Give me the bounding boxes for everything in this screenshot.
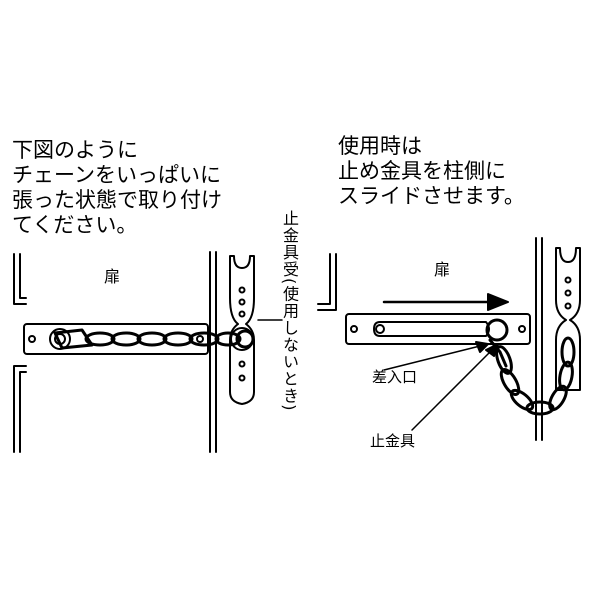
stopper-leader bbox=[411, 343, 499, 431]
receiver-label: 止金具受(使用しないとき) bbox=[280, 210, 299, 412]
left-doorframe-post bbox=[209, 251, 217, 453]
slide-direction-arrow bbox=[382, 293, 509, 311]
right-instruction-line-3: スライドさせます。 bbox=[338, 184, 525, 208]
left-chain bbox=[53, 328, 255, 350]
left-instruction-line-4: てください。 bbox=[12, 213, 138, 237]
left-instruction-line-3: 張った状態で取り付け bbox=[12, 188, 222, 212]
left-door-edge bbox=[13, 253, 27, 453]
right-receiver-bracket bbox=[555, 247, 581, 391]
right-doorframe-post bbox=[535, 237, 543, 441]
stopper-label: 止金具 bbox=[370, 432, 416, 450]
right-door-edge bbox=[317, 253, 337, 311]
right-door-label: 扉 bbox=[434, 260, 451, 279]
slot-label: 差入口 bbox=[372, 368, 418, 386]
left-instruction-line-1: 下図のように bbox=[12, 138, 138, 162]
left-instruction-line-2: チェーンをいっぱいに bbox=[12, 163, 221, 187]
left-door-label: 扉 bbox=[104, 267, 121, 286]
left-chain-plate bbox=[23, 323, 209, 355]
right-instruction-line-1: 使用時は bbox=[338, 134, 422, 158]
right-chain-plate bbox=[345, 313, 531, 345]
left-receiver-bracket bbox=[229, 255, 255, 405]
right-instruction-line-2: 止め金具を柱側に bbox=[338, 159, 506, 183]
slot-leader bbox=[383, 341, 489, 371]
